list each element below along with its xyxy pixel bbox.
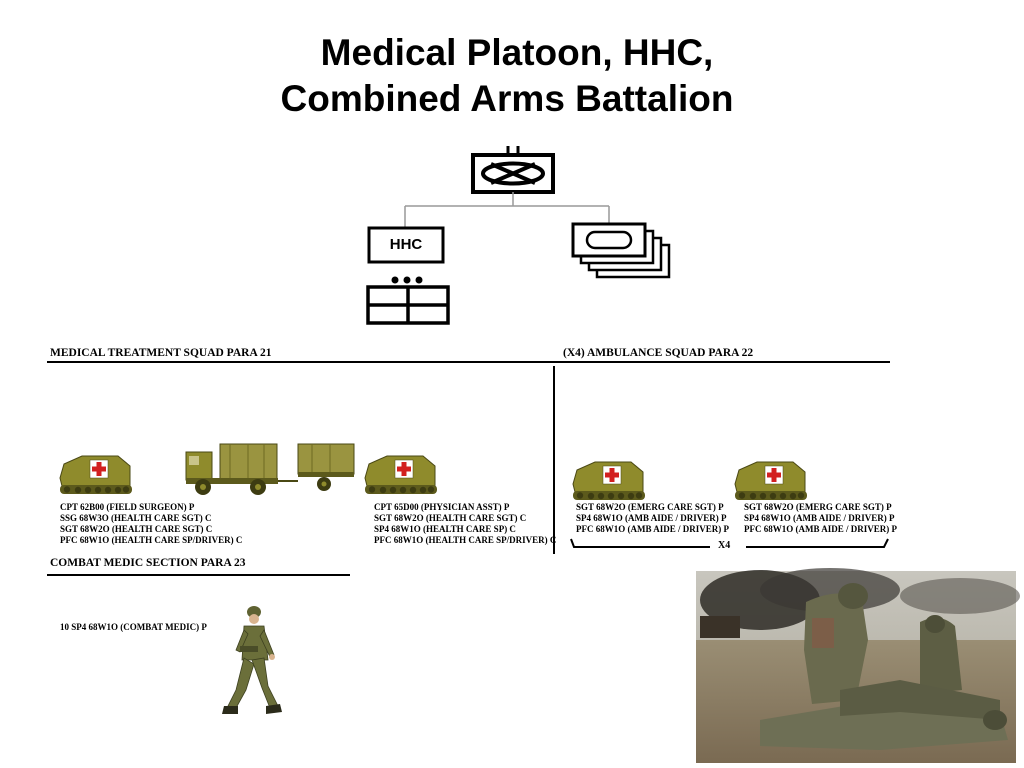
list-item: PFC 68W1O (HEALTH CARE SP/DRIVER) C (60, 535, 243, 545)
combat-medic-header: COMBAT MEDIC SECTION PARA 23 (50, 557, 246, 569)
list-item: SGT 68W2O (EMERG CARE SGT) P (576, 502, 724, 512)
ambulance-squad-list-1: SGT 68W2O (EMERG CARE SGT) P SP4 68W1O (… (576, 502, 729, 535)
top-divider (47, 361, 890, 363)
treatment-squad-list-2: CPT 65D00 (PHYSICIAN ASST) P SGT 68W2O (… (374, 502, 556, 546)
list-item: PFC 68W1O (AMB AIDE / DRIVER) P (744, 524, 897, 534)
list-item: PFC 68W1O (AMB AIDE / DRIVER) P (576, 524, 729, 534)
treatment-squad-list-1: CPT 62B00 (FIELD SURGEON) P SSG 68W3O (H… (60, 502, 242, 546)
list-item: SGT 68W2O (EMERG CARE SGT) P (744, 502, 892, 512)
list-item: SSG 68W3O (HEALTH CARE SGT) C (60, 513, 212, 523)
treatment-squad-header: MEDICAL TREATMENT SQUAD PARA 21 (50, 347, 272, 359)
page-title-line-1: Medical Platoon, HHC, (320, 32, 714, 73)
list-item: CPT 65D00 (PHYSICIAN ASST) P (374, 502, 510, 512)
x4-label: X4 (718, 540, 731, 551)
list-item: SGT 68W2O (HEALTH CARE SGT) C (60, 524, 213, 534)
vertical-divider (553, 366, 555, 554)
list-item: SP4 68W1O (AMB AIDE / DRIVER) P (576, 513, 727, 523)
hhc-label: HHC (389, 236, 423, 253)
combat-medic-divider (47, 574, 350, 576)
ambulance-squad-list-2: SGT 68W2O (EMERG CARE SGT) P SP4 68W1O (… (744, 502, 897, 535)
list-item: SP4 68W1O (AMB AIDE / DRIVER) P (744, 513, 895, 523)
page-title-line-2: Combined Arms Battalion (280, 78, 734, 119)
list-item: CPT 62B00 (FIELD SURGEON) P (60, 502, 195, 512)
ambulance-squad-header: (X4) AMBULANCE SQUAD PARA 22 (563, 347, 754, 359)
list-item: PFC 68W1O (HEALTH CARE SP/DRIVER) C (374, 535, 557, 545)
combat-medic-item: 10 SP4 68W1O (COMBAT MEDIC) P (60, 622, 207, 632)
list-item: SGT 68W2O (HEALTH CARE SGT) C (374, 513, 527, 523)
list-item: SP4 68W1O (HEALTH CARE SP) C (374, 524, 516, 534)
